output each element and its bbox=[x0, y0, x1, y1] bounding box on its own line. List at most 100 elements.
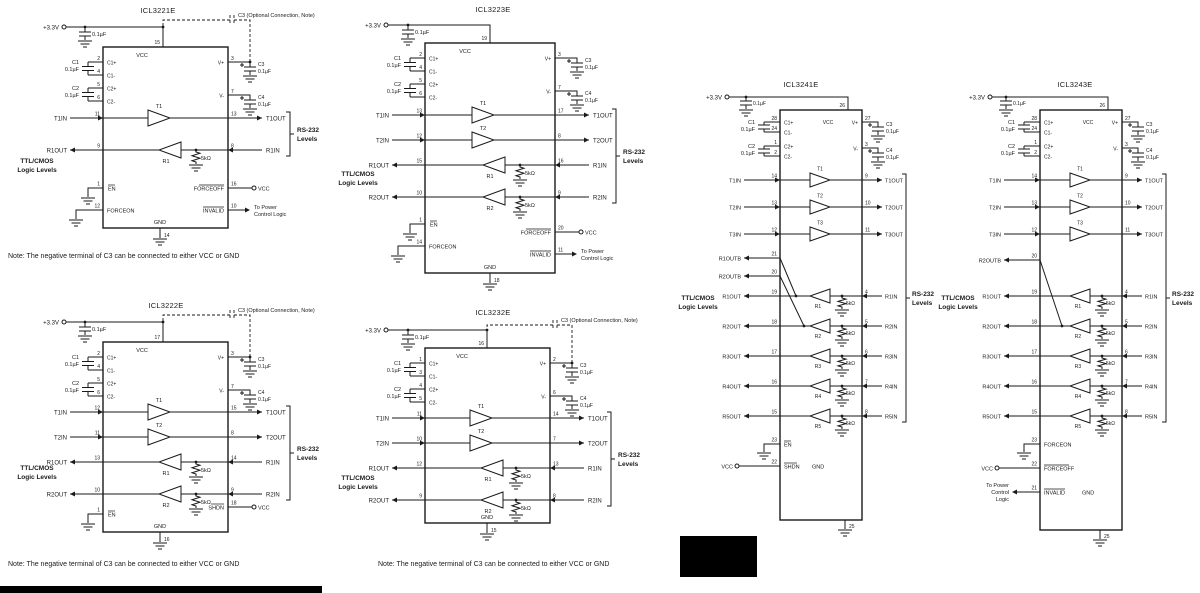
label: V+ bbox=[852, 121, 858, 127]
label: R1 bbox=[162, 471, 169, 477]
label: 18 bbox=[1031, 320, 1037, 326]
arrowhead bbox=[775, 177, 780, 183]
label: 5kΩ bbox=[1106, 391, 1115, 397]
label: 7 bbox=[231, 89, 234, 95]
label: 11 bbox=[95, 112, 100, 118]
ground-symbol bbox=[835, 369, 849, 377]
label: C1+ bbox=[107, 356, 116, 362]
label: 21 bbox=[1031, 486, 1037, 492]
junction-dot bbox=[161, 25, 165, 29]
terminal-node bbox=[61, 24, 67, 30]
terminal-node bbox=[61, 319, 67, 325]
label: C2+ bbox=[784, 145, 793, 151]
ground-symbol bbox=[565, 376, 579, 384]
buffer-symbol bbox=[808, 318, 831, 334]
label: 13 bbox=[1031, 201, 1037, 207]
capacitor-symbol bbox=[872, 152, 884, 158]
arrowhead bbox=[420, 137, 425, 143]
arrowhead bbox=[1137, 204, 1142, 210]
label: 23 bbox=[771, 438, 777, 444]
arrowhead bbox=[584, 137, 589, 143]
ground-symbol bbox=[1131, 161, 1145, 169]
label: C4 bbox=[585, 91, 592, 97]
label: 2 bbox=[97, 351, 100, 357]
ic-body bbox=[1039, 109, 1123, 531]
label: C2- bbox=[107, 100, 115, 106]
label: 5kΩ bbox=[846, 301, 855, 307]
label: SHDN bbox=[208, 506, 224, 512]
label: SHDN bbox=[784, 465, 800, 471]
label: 0.1µF bbox=[387, 394, 402, 400]
capacitor-symbol bbox=[872, 126, 884, 132]
polarity-plus-icon bbox=[567, 92, 571, 96]
label: 14 bbox=[553, 412, 559, 418]
label: 0.1µF bbox=[1001, 127, 1016, 133]
label: C2+ bbox=[107, 87, 116, 93]
label: R1IN bbox=[266, 149, 280, 155]
label: 5kΩ bbox=[201, 500, 211, 506]
capacitor-symbol bbox=[79, 31, 91, 37]
resistor-symbol bbox=[190, 462, 202, 476]
label: 9 bbox=[1125, 174, 1128, 180]
polarity-plus-icon bbox=[240, 391, 244, 395]
label: 6 bbox=[97, 95, 100, 101]
label: 5kΩ bbox=[521, 474, 531, 480]
label: C2- bbox=[107, 395, 115, 401]
ground-symbol bbox=[1095, 399, 1109, 407]
ground-symbol bbox=[81, 523, 95, 531]
label: C4 bbox=[580, 396, 587, 402]
ground-symbol bbox=[1095, 339, 1109, 347]
buffer-symbol bbox=[1068, 408, 1091, 424]
label: 3 bbox=[231, 56, 234, 62]
label: 11 bbox=[865, 228, 870, 234]
label: R2OUT bbox=[982, 325, 1001, 331]
label: V- bbox=[1113, 147, 1118, 153]
wire bbox=[1039, 259, 1063, 327]
label: 5 bbox=[97, 377, 100, 383]
wire bbox=[234, 314, 251, 357]
label: 3 bbox=[558, 52, 561, 58]
capacitor-symbol bbox=[1018, 124, 1030, 130]
label: 9 bbox=[865, 174, 868, 180]
capacitor-symbol bbox=[82, 387, 94, 392]
polarity-plus-icon bbox=[562, 397, 566, 401]
rs232-levels-label: RS-232 bbox=[297, 446, 319, 453]
resistor-symbol bbox=[190, 494, 202, 508]
label: T1OUT bbox=[1145, 179, 1164, 185]
ic-body bbox=[424, 42, 556, 274]
label: 0.1µF bbox=[741, 151, 756, 157]
ground-symbol bbox=[509, 514, 523, 522]
label: V+ bbox=[545, 57, 551, 63]
ground-symbol bbox=[391, 255, 405, 263]
buffer-symbol bbox=[147, 403, 172, 421]
label: R1 bbox=[486, 174, 493, 180]
label: T1 bbox=[478, 404, 484, 410]
capacitor-symbol bbox=[244, 66, 256, 72]
arrowhead bbox=[877, 177, 882, 183]
label: C3 bbox=[258, 62, 265, 68]
label: 12 bbox=[416, 134, 422, 140]
label: R2OUT bbox=[722, 325, 741, 331]
ground-symbol bbox=[81, 197, 95, 205]
label: FORCEON bbox=[107, 209, 135, 215]
label: R1OUT bbox=[369, 467, 390, 473]
label: 11 bbox=[558, 248, 563, 254]
ic-body bbox=[102, 46, 229, 229]
label: 3 bbox=[419, 370, 422, 376]
junction-dot bbox=[570, 361, 574, 365]
label: R4IN bbox=[1145, 385, 1158, 391]
label: R5 bbox=[1075, 424, 1082, 430]
label: 5kΩ bbox=[1106, 331, 1115, 337]
diagram-title: ICL3222E bbox=[149, 301, 184, 310]
label: 15 bbox=[1031, 410, 1037, 416]
bracket bbox=[607, 411, 615, 507]
wire bbox=[992, 96, 1109, 110]
rs232-levels-label: RS-232 bbox=[912, 291, 934, 298]
resistor-symbol bbox=[836, 326, 848, 339]
wire bbox=[1023, 443, 1040, 452]
label: C2+ bbox=[429, 388, 438, 394]
label: C1+ bbox=[429, 362, 438, 368]
label: R2OUT bbox=[369, 196, 390, 202]
arrowhead bbox=[98, 434, 103, 440]
